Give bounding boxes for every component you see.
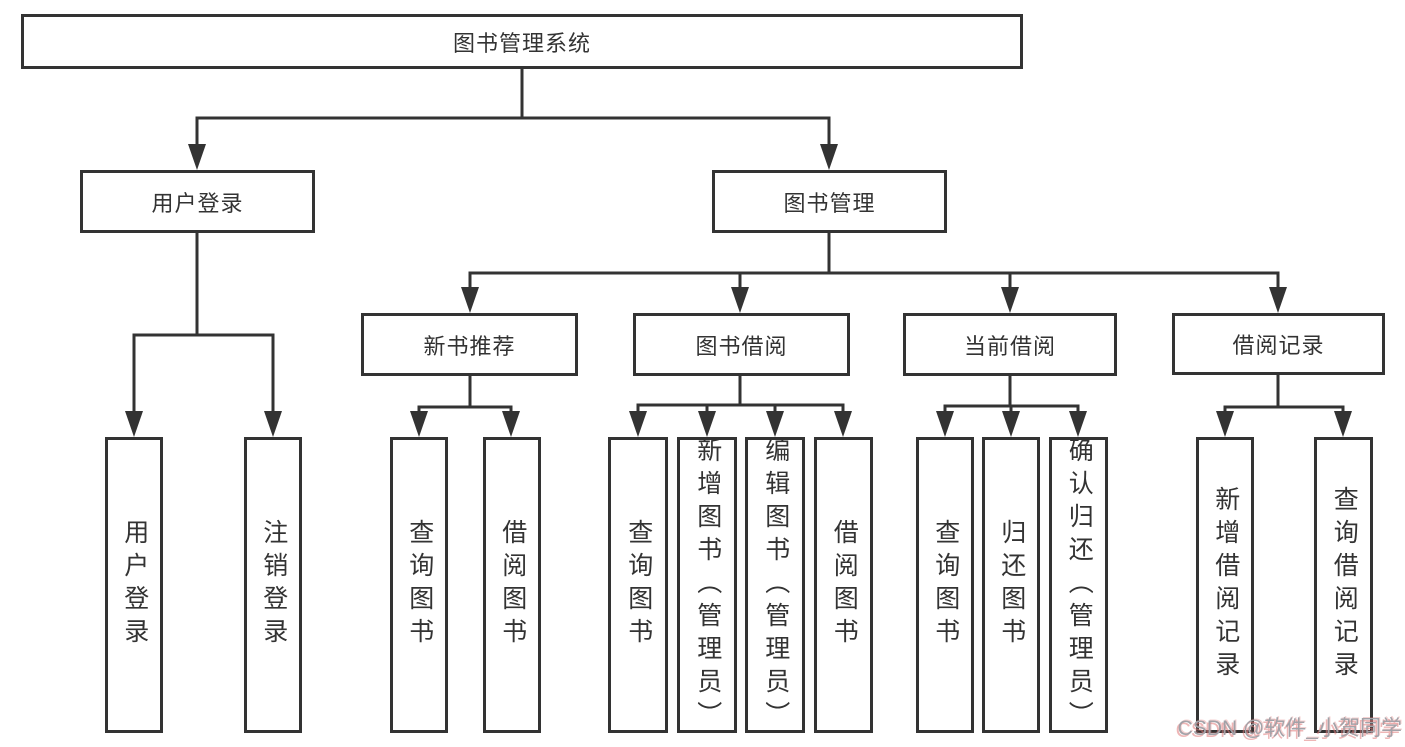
node-current-borrowing: 当前借阅 bbox=[903, 313, 1117, 376]
node-root-system: 图书管理系统 bbox=[21, 14, 1023, 69]
leaf-confirm-return-admin: 确认归还（管理员） bbox=[1049, 436, 1108, 734]
node-borrowing-records-label: 借阅记录 bbox=[1232, 333, 1325, 358]
leaf-edit-book-admin: 编辑图书（管理员） bbox=[745, 436, 805, 734]
leaf-query-books-1: 查询图书 bbox=[390, 437, 448, 733]
node-book-management-label: 图书管理 bbox=[783, 190, 876, 216]
watermark: CSDN @软件_小贺同学 bbox=[1177, 717, 1402, 740]
node-user-login-label: 用户登录 bbox=[151, 190, 244, 216]
connector-records-to-leaves bbox=[1216, 375, 1352, 437]
leaf-user-login: 用户登录 bbox=[105, 437, 163, 733]
leaf-confirm-return-admin-label: 确认归还（管理员） bbox=[1065, 436, 1094, 734]
leaf-user-login-label: 用户登录 bbox=[120, 519, 149, 651]
node-borrowing-records: 借阅记录 bbox=[1172, 313, 1385, 375]
node-current-borrowing-label: 当前借阅 bbox=[963, 333, 1056, 359]
leaf-query-books-1-label: 查询图书 bbox=[405, 519, 434, 651]
connector-current-to-leaves bbox=[936, 376, 1087, 437]
leaf-add-book-admin: 新增图书（管理员） bbox=[677, 436, 737, 734]
node-book-borrowing-label: 图书借阅 bbox=[695, 333, 788, 359]
node-new-book-recommend: 新书推荐 bbox=[361, 313, 578, 376]
leaf-add-borrow-record: 新增借阅记录 bbox=[1196, 437, 1254, 733]
leaf-query-borrow-record-label: 查询借阅记录 bbox=[1330, 486, 1359, 684]
leaf-query-borrow-record: 查询借阅记录 bbox=[1314, 437, 1373, 733]
node-root-label: 图书管理系统 bbox=[452, 30, 591, 56]
leaf-return-books-label: 归还图书 bbox=[997, 519, 1026, 651]
connector-login-to-leaves bbox=[125, 233, 282, 437]
node-book-borrowing: 图书借阅 bbox=[633, 313, 850, 376]
connector-mgmt-to-level3 bbox=[461, 233, 1287, 313]
leaf-query-books-2: 查询图书 bbox=[608, 437, 668, 733]
leaf-logout-label: 注销登录 bbox=[259, 519, 288, 651]
leaf-borrow-books-2-label: 借阅图书 bbox=[830, 519, 859, 651]
leaf-borrow-books-1-label: 借阅图书 bbox=[498, 519, 527, 651]
leaf-borrow-books-1: 借阅图书 bbox=[483, 437, 541, 733]
leaf-add-book-admin-label: 新增图书（管理员） bbox=[693, 436, 722, 734]
leaf-query-books-2-label: 查询图书 bbox=[624, 519, 653, 651]
leaf-query-books-3-label: 查询图书 bbox=[931, 519, 960, 651]
connector-root-to-level2 bbox=[188, 69, 838, 170]
leaf-logout: 注销登录 bbox=[244, 437, 302, 733]
node-book-management: 图书管理 bbox=[712, 170, 947, 233]
leaf-edit-book-admin-label: 编辑图书（管理员） bbox=[761, 436, 790, 734]
leaf-add-borrow-record-label: 新增借阅记录 bbox=[1211, 486, 1240, 684]
connector-newbook-to-leaves bbox=[410, 376, 520, 437]
leaf-borrow-books-2: 借阅图书 bbox=[814, 437, 873, 733]
leaf-query-books-3: 查询图书 bbox=[916, 437, 974, 733]
connector-borrow-to-leaves bbox=[629, 376, 852, 437]
leaf-return-books: 归还图书 bbox=[982, 437, 1040, 733]
node-user-login: 用户登录 bbox=[80, 170, 315, 233]
node-new-book-recommend-label: 新书推荐 bbox=[423, 333, 516, 359]
